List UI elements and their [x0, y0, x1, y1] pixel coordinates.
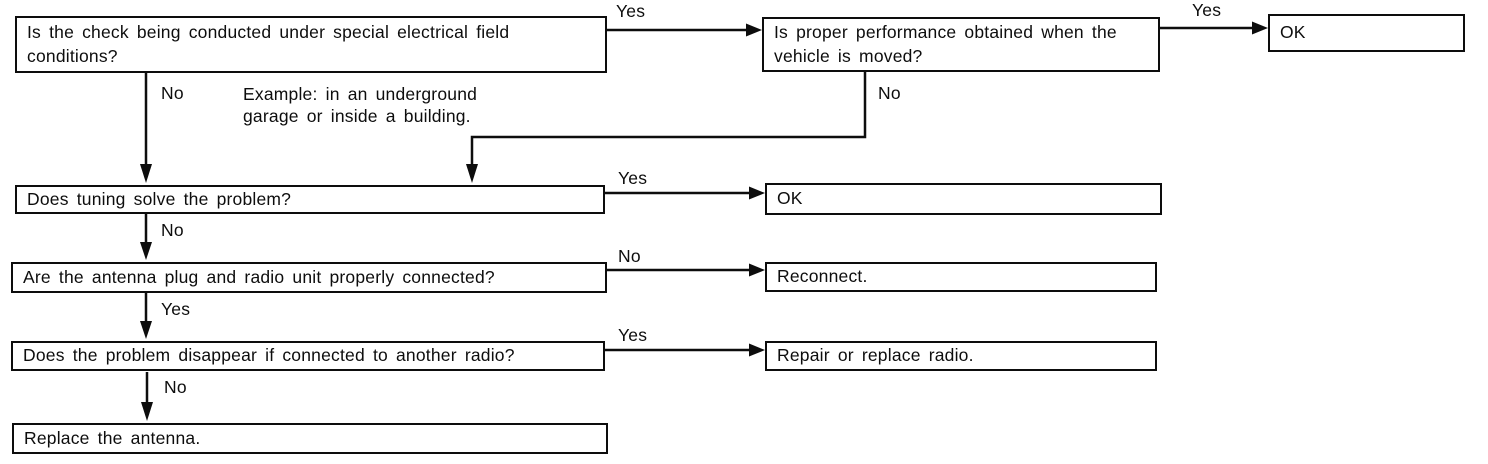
node-action-replace-antenna-text: Replace the antenna.	[24, 427, 201, 448]
edge-label-q1-yes: Yes	[616, 1, 646, 21]
connector-q1-no-to-q3	[140, 73, 152, 183]
node-result-ok-top-text: OK	[1280, 22, 1306, 43]
node-action-repair-radio: Repair or replace radio.	[765, 341, 1157, 371]
node-result-ok-top: OK	[1268, 14, 1465, 52]
node-question-another-radio-text: Does the problem disappear if connected …	[23, 345, 515, 366]
connector-q5-no-to-replace	[141, 372, 153, 421]
connector-q1-yes-to-q2	[607, 23, 762, 37]
connector-q5-yes-to-repair	[605, 343, 765, 357]
node-action-reconnect-text: Reconnect.	[777, 266, 868, 287]
node-question-tuning-solves-text: Does tuning solve the problem?	[27, 188, 292, 209]
node-question-performance-when-moved: Is proper performance obtained when the …	[762, 17, 1160, 72]
edge-label-q5-no: No	[164, 377, 187, 397]
connector-q2-no-to-q3	[466, 72, 867, 183]
edge-label-q2-yes: Yes	[1192, 0, 1222, 20]
connector-q3-no-to-q4	[140, 214, 152, 260]
note-example-line-1: Example: in an underground	[243, 84, 478, 104]
node-question-performance-when-moved-text: Is proper performance obtained when the …	[774, 22, 1117, 66]
node-question-special-electrical-field-text: Is the check being conducted under speci…	[27, 22, 510, 66]
connector-q4-no-to-reconnect	[607, 263, 765, 277]
edge-label-q3-no: No	[161, 220, 184, 240]
edge-label-q4-no: No	[618, 246, 641, 266]
note-example-line-2: garage or inside a building.	[243, 106, 471, 127]
edge-label-q2-no: No	[878, 83, 901, 103]
edge-label-q3-yes: Yes	[618, 168, 648, 188]
connector-q2-yes-to-ok1	[1160, 21, 1268, 35]
node-question-plug-connected: Are the antenna plug and radio unit prop…	[11, 262, 607, 293]
node-action-replace-antenna: Replace the antenna.	[12, 423, 608, 454]
connector-q4-yes-to-q5	[140, 293, 152, 339]
note-example-conditions: Example: in an underground garage or ins…	[243, 83, 477, 128]
edge-label-q5-yes: Yes	[618, 325, 648, 345]
node-result-ok-middle-text: OK	[777, 188, 803, 209]
node-question-tuning-solves: Does tuning solve the problem?	[15, 185, 605, 214]
node-question-plug-connected-text: Are the antenna plug and radio unit prop…	[23, 266, 495, 287]
node-question-special-electrical-field: Is the check being conducted under speci…	[15, 16, 607, 73]
node-action-reconnect: Reconnect.	[765, 262, 1157, 292]
node-result-ok-middle: OK	[765, 183, 1162, 215]
edge-label-q1-no: No	[161, 83, 184, 103]
node-action-repair-radio-text: Repair or replace radio.	[777, 345, 974, 366]
node-question-another-radio: Does the problem disappear if connected …	[11, 341, 605, 371]
edge-label-q4-yes: Yes	[161, 299, 191, 319]
connector-q3-yes-to-ok2	[605, 186, 765, 200]
